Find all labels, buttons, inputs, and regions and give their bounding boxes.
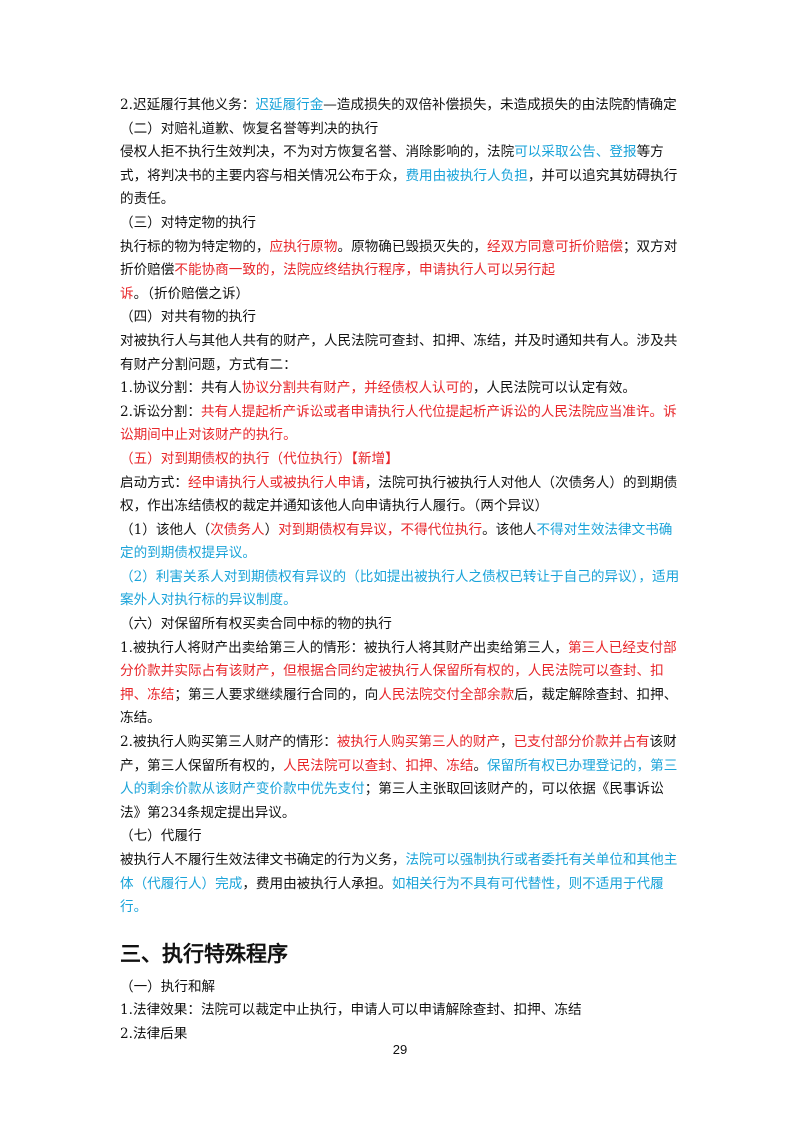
text-run: 侵权人拒不执行生效判决，不为对方恢复名誉、消除影响的，法院 [120, 144, 515, 161]
text-run: 启动方式： [120, 474, 188, 491]
text-run: 被执行人购买第三人的财产 [336, 734, 500, 751]
text-run: 迟延履行金 [255, 97, 324, 113]
text-run: （七）代履行 [120, 828, 202, 845]
paragraph: （四）对共有物的执行 [120, 306, 680, 330]
text-run: 。该他人 [482, 521, 537, 538]
text-run: ；第三人要求继续履行合同的，向 [174, 686, 379, 703]
text-run: （二）对赔礼道歉、恢复名誉等判决的执行 [120, 120, 379, 137]
paragraph: 2.诉讼分割：共有人提起析产诉讼或者申请执行人代位提起析产诉讼的人民法院应当准许… [120, 401, 680, 448]
paragraph: （二）对赔礼道歉、恢复名誉等判决的执行 [120, 118, 680, 142]
text-run: 法院可以强制执行或者委托有关单位和其他主体（代履行人）完成 [120, 852, 678, 892]
text-run: 第三人已经支付部分价款并实际占有该财产，但根据合同约定被执行人保留所有权的，人民… [120, 639, 677, 703]
text-run: 保留所有权已办理登记的，第三人的剩余价款从该财产变价款中优先支付 [120, 757, 678, 798]
paragraph: （三）对特定物的执行 [120, 212, 680, 236]
text-run: 如相关行为不具有可代替性，则不适用于代履行。 [120, 875, 664, 916]
paragraph: 对被执行人与其他人共有的财产，人民法院可查封、扣押、冻结，并及时通知共有人。涉及… [120, 330, 680, 377]
text-run: 2.法律后果 [120, 1025, 188, 1042]
text-run: 可以采取公告、登报 [514, 144, 637, 161]
section-heading: 三、执行特殊程序 [120, 941, 288, 966]
paragraph: （1）该他人（次债务人）对到期债权有异议，不得代位执行。该他人不得对生效法律文书… [120, 519, 680, 566]
paragraph: 启动方式：经申请执行人或被执行人申请，法院可执行被执行人对他人（次债务人）的到期… [120, 472, 680, 519]
text-run: （五）对到期债权的执行（代位执行）【新增】 [120, 450, 399, 467]
page-number: 29 [392, 1042, 408, 1057]
text-run: ，费用由被执行人承担。 [242, 875, 392, 892]
text-run: 次债务人 [210, 521, 265, 538]
paragraph: 2.被执行人购买第三人财产的情形：被执行人购买第三人的财产，已支付部分价款并占有… [120, 731, 680, 825]
text-run: （一）执行和解 [120, 978, 216, 995]
section-text: （一）执行和解 1.法律效果：法院可以裁定中止执行，申请人可以申请解除查封、扣押、… [120, 976, 680, 1047]
text-run: 1.被执行人将财产出卖给第三人的情形：被执行人将其财产出卖给第三人， [120, 639, 568, 656]
text-run: 2.迟延履行其他义务： [120, 97, 256, 113]
text-run: 利害关系人对到期债权有异议的（比如提出被执行人之债权已转让于自己的异议），适用案… [120, 568, 680, 609]
paragraph: （六）对保留所有权买卖合同中标的物的执行 [120, 613, 680, 637]
text-run: ，法院可执行被执行人对他人（次债务人）的到期债权，作出冻结债权的裁定并通知该他人… [120, 474, 678, 515]
paragraph: 被执行人不履行生效法律文书确定的行为义务，法院可以强制执行或者委托有关单位和其他… [120, 849, 680, 920]
text-run: 1.法律效果：法院可以裁定中止执行，申请人可以申请解除查封、扣押、冻结 [120, 1002, 582, 1019]
text-run: 2.被执行人购买第三人财产的情形： [120, 734, 337, 751]
text-run: （六）对保留所有权买卖合同中标的物的执行 [120, 616, 392, 633]
text-run: （2） [120, 568, 156, 585]
text-run: ） [264, 521, 279, 538]
text-run: 人民法院可以查封、扣押、冻结 [283, 757, 474, 774]
text-run: 应执行原物 [269, 238, 338, 255]
text-run: 后，裁定解除查封、扣押、冻结。 [120, 686, 678, 727]
paragraph: 1.被执行人将财产出卖给第三人的情形：被执行人将其财产出卖给第三人，第三人已经支… [120, 637, 680, 731]
text-run: （四）对共有物的执行 [120, 309, 256, 326]
text-run: 该财产，第三人保留所有权的， [120, 734, 677, 774]
text-run: ，并可以追究其妨碍执行的责任。 [120, 167, 678, 208]
text-run: 。原物确已毁损灭失的， [337, 238, 488, 255]
text-run: 1.协议分割：共有人 [120, 380, 242, 397]
text-run: 。（折价赔偿之诉） [133, 285, 250, 302]
paragraph: 执行标的物为特定物的，应执行原物。原物确已毁损灭失的，经双方同意可折价赔偿；双方… [120, 236, 680, 307]
text-run: 等方式，将判决书的主要内容与相关情况公布于众， [120, 144, 664, 184]
paragraph: （五）对到期债权的执行（代位执行）【新增】 [120, 448, 680, 472]
paragraph: （一）执行和解 [120, 976, 680, 1000]
text-run: 经双方同意可折价赔偿 [487, 238, 623, 255]
text-run: （三）对特定物的执行 [120, 214, 256, 231]
text-run: 不能协商一致的，法院应终结执行程序，申请执行人可以另行起诉 [120, 262, 555, 302]
text-run: 经申请执行人或被执行人申请 [187, 474, 365, 491]
text-run: 被执行人不履行生效法律文书确定的行为义务， [120, 852, 406, 868]
text-run: 费用由被执行人负担 [405, 167, 528, 184]
text-run: 执行标的物为特定物的， [120, 238, 270, 255]
paragraph: 1.法律效果：法院可以裁定中止执行，申请人可以申请解除查封、扣押、冻结 [120, 999, 680, 1023]
text-run: ， [500, 734, 514, 751]
text-run: ；双方对折价赔偿 [120, 238, 678, 279]
paragraph: 侵权人拒不执行生效判决，不为对方恢复名誉、消除影响的，法院可以采取公告、登报等方… [120, 141, 680, 212]
paragraph: （七）代履行 [120, 825, 680, 849]
body-text: 2.迟延履行其他义务：迟延履行金—造成损失的双倍补偿损失，未造成损失的由法院酌情… [120, 94, 680, 920]
text-run: 共有人提起析产诉讼或者申请执行人代位提起析产诉讼的人民法院应当准许。诉讼期间中止… [120, 403, 677, 444]
paragraph: 2.迟延履行其他义务：迟延履行金—造成损失的双倍补偿损失，未造成损失的由法院酌情… [120, 94, 680, 118]
text-run: 协议分割共有财产，并经债权人认可的 [241, 380, 473, 397]
text-run: 已支付部分价款并占有 [513, 734, 650, 751]
text-run: 对被执行人与其他人共有的财产，人民法院可查封、扣押、冻结，并及时通知共有人。涉及… [120, 332, 678, 373]
text-run: 人民法院交付全部余款 [378, 686, 515, 703]
paragraph: 2.法律后果 [120, 1023, 680, 1047]
text-run: 2.诉讼分割： [120, 403, 201, 420]
document-page: 2.迟延履行其他义务：迟延履行金—造成损失的双倍补偿损失，未造成损失的由法院酌情… [120, 94, 680, 1047]
text-run: （1）该他人（ [120, 521, 211, 538]
text-run: ，人民法院可以认定有效。 [472, 380, 636, 397]
paragraph: 1.协议分割：共有人协议分割共有财产，并经债权人认可的，人民法院可以认定有效。 [120, 377, 680, 401]
paragraph: （2）利害关系人对到期债权有异议的（比如提出被执行人之债权已转让于自己的异议），… [120, 566, 680, 613]
text-run: ；第三人主张取回该财产的，可以依据《民事诉讼法》第234条规定提出异议。 [120, 781, 664, 821]
text-run: 不得对生效法律文书确定的到期债权提异议。 [120, 521, 673, 562]
text-run: 对到期债权有异议，不得代位执行 [278, 521, 483, 538]
text-run: —造成损失的双倍补偿损失，未造成损失的由法院酌情确定 [323, 97, 677, 113]
text-run: 。 [473, 757, 488, 774]
